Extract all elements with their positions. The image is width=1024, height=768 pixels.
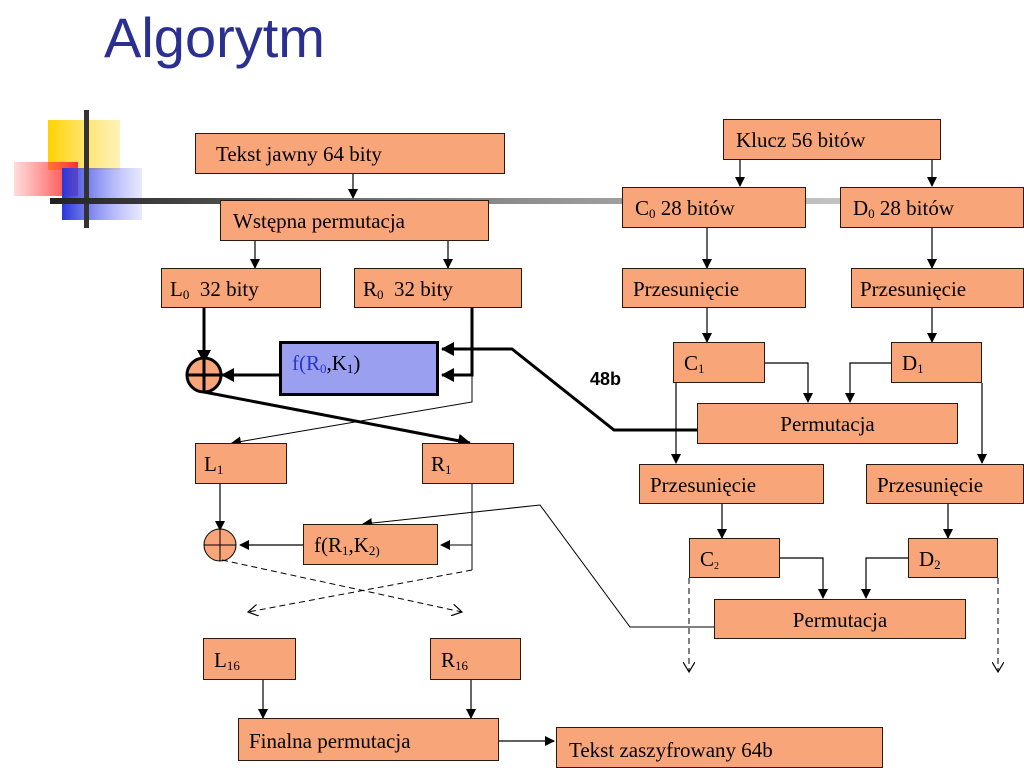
l1-box: L1	[195, 443, 287, 484]
plaintext-box: Tekst jawny 64 bity	[195, 133, 505, 174]
shift-c-round2-box: Przesunięcie	[639, 464, 824, 504]
page-title: Algorytm	[104, 6, 325, 69]
l16-box: L16	[203, 638, 296, 680]
key-box: Klucz 56 bitów	[723, 119, 941, 160]
f-function-round1-box: f(R0,K1)	[279, 341, 439, 396]
ciphertext-box: Tekst zaszyfrowany 64b	[556, 727, 883, 768]
initial-permutation-box: Wstępna permutacja	[220, 200, 489, 241]
shift-d-round2-box: Przesunięcie	[866, 464, 1024, 504]
decorative-logo	[14, 110, 142, 228]
key-bits-label: 48b	[590, 369, 622, 389]
d0-box: D0 28 bitów	[840, 187, 1024, 228]
permutation-round1-box: Permutacja	[697, 403, 958, 444]
f-function-round2-box: f(R1,K2)	[303, 524, 438, 565]
permutation-round2-box: Permutacja	[714, 599, 966, 639]
d2-box: D2	[908, 538, 998, 578]
title-rule	[50, 198, 1024, 204]
final-permutation-box: Finalna permutacja	[238, 718, 499, 761]
r16-box: R16	[430, 638, 521, 680]
r1-box: R1	[422, 443, 514, 484]
c0-box: C0 28 bitów	[622, 187, 806, 228]
shift-c-round1-box: Przesunięcie	[622, 268, 806, 308]
c2-box: C2	[689, 538, 780, 578]
shift-d-round1-box: Przesunięcie	[851, 268, 1024, 308]
c1-box: C1	[673, 342, 765, 383]
l0-box: L0 32 bity	[161, 268, 321, 308]
d1-box: D1	[891, 342, 982, 383]
r0-box: R0 32 bity	[354, 268, 522, 308]
